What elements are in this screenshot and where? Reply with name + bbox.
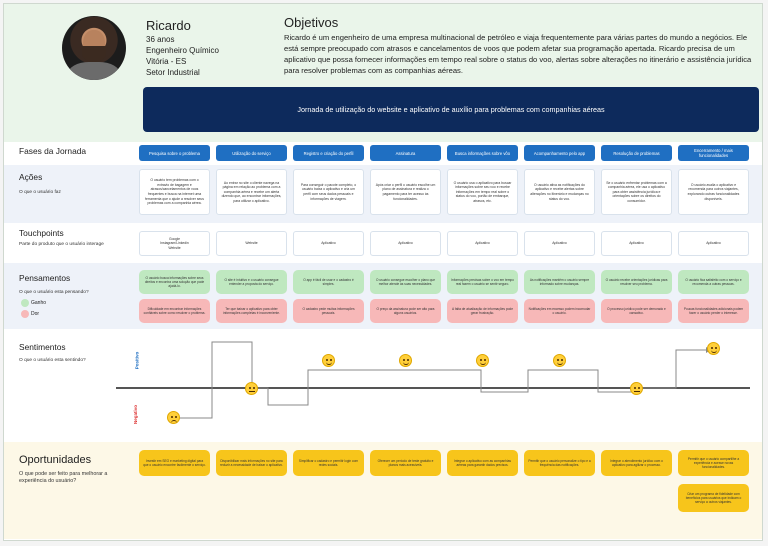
sad-face-icon [245, 382, 258, 395]
emotion-line [176, 341, 706, 419]
action-card: Se o usuário enfrentar problemas com a c… [601, 169, 672, 215]
gain-note: As notificações mantêm o usuário sempre … [524, 270, 595, 294]
opportunity-note: Integrar o atendimento jurídico com o ap… [601, 450, 672, 476]
persona-role: Engenheiro Químico [146, 46, 219, 55]
smile-face-icon [399, 354, 412, 367]
touchpoint-card: Google Instagram/Linkedin Website [139, 231, 210, 256]
gain-note: Informações precisas sobre o voo em temp… [447, 270, 518, 294]
persona-sector: Setor Industrial [146, 68, 200, 77]
neutral-face-icon [630, 382, 643, 395]
opportunity-note: Permitir que o usuário compartilhe a exp… [678, 450, 749, 476]
opportunity-note: Oferecer um período de teste gratuito e … [370, 450, 441, 476]
gain-note: O usuário recebe orientações jurídicas p… [601, 270, 672, 294]
action-card: Após criar o perfil o usuário escolhe um… [370, 169, 441, 215]
phase-4: Assinatura [370, 145, 441, 161]
touchpoints-title: Touchpoints [19, 228, 64, 238]
touchpoint-card: Website [216, 231, 287, 256]
opportunity-note: Disponibilizar mais informações no site … [216, 450, 287, 476]
persona-location: Vitória - ES [146, 57, 187, 66]
objectives-title: Objetivos [284, 15, 339, 30]
phase-5: Busca informações sobre vôo [447, 145, 518, 161]
gain-note: O usuário consegue escolher o plano que … [370, 270, 441, 294]
persona-age: 36 anos [146, 35, 175, 44]
touchpoint-card: Aplicativo [678, 231, 749, 256]
opportunities-subtitle: O que pode ser feito para melhorar a exp… [19, 471, 108, 484]
action-card: Ao entrar no site o cliente navega na pá… [216, 169, 287, 215]
pain-note: Poucas funcionalidades adicionais podem … [678, 299, 749, 323]
pain-note: Notificações em excesso podem incomodar … [524, 299, 595, 323]
pain-note: O preço da assinatura pode ser alto para… [370, 299, 441, 323]
journey-banner: Jornada de utilização do website e aplic… [143, 87, 759, 132]
touchpoint-card: Aplicativo [524, 231, 595, 256]
grin-face-icon [707, 342, 720, 355]
phase-2: Utilização do serviço [216, 145, 287, 161]
pain-note: O cadastro pede muitas informações pesso… [293, 299, 364, 323]
feelings-subtitle: O que o usuário esta sentindo? [19, 358, 86, 363]
gain-note: O app é fácil de usar e o cadastro é sim… [293, 270, 364, 294]
opportunity-note-extra: Criar um programa de fidelidade com bene… [678, 484, 749, 512]
opportunity-note: Permitir que o usuário personalize o tip… [524, 450, 595, 476]
gain-legend-label: Ganho [31, 300, 47, 306]
smile-face-icon [322, 354, 335, 367]
touchpoint-card: Aplicativo [601, 231, 672, 256]
pain-note: Ter que baixar o aplicativo para obter i… [216, 299, 287, 323]
touchpoints-subtitle: Parte do produto que o usuário interage [19, 242, 104, 247]
pain-note: Dificuldade em encontrar informações con… [139, 299, 210, 323]
gain-legend-dot [21, 299, 29, 307]
actions-title: Ações [19, 172, 43, 182]
persona-name: Ricardo [146, 18, 191, 33]
phase-8: Encerramento / mais funcionalidades [678, 145, 749, 161]
opportunities-title: Oportunidades [19, 454, 92, 466]
persona-avatar [62, 16, 126, 80]
touchpoint-card: Aplicativo [447, 231, 518, 256]
smile-face-icon [553, 354, 566, 367]
action-card: O usuário ativa as notificações do aplic… [524, 169, 595, 215]
persona-header: Ricardo 36 anos Engenheiro Químico Vitór… [4, 4, 762, 142]
gain-note: O usuário fica satisfeito com o serviço … [678, 270, 749, 294]
actions-subtitle: O que o usuário faz [19, 190, 61, 195]
thoughts-subtitle: O que o usuário esta pensando? [19, 290, 89, 295]
touchpoint-card: Aplicativo [370, 231, 441, 256]
pain-legend-label: Dor [31, 311, 40, 317]
opportunity-note: Investir em SEO e marketing digital para… [139, 450, 210, 476]
thoughts-title: Pensamentos [19, 273, 71, 283]
feelings-title: Sentimentos [19, 342, 66, 352]
gain-note: O site é intuitivo e o usuário consegue … [216, 270, 287, 294]
action-card: O usuário avalia o aplicativo e recomend… [678, 169, 749, 215]
pain-note: A falta de atualização de informações po… [447, 299, 518, 323]
phase-6: Acompanhamento pelo app [524, 145, 595, 161]
action-card: O usuário tem problemas com o extravio d… [139, 169, 210, 215]
pain-note: O processo jurídico pode ser demorado e … [601, 299, 672, 323]
phase-3: Registro e criação do perfil [293, 145, 364, 161]
phase-7: Resolução de problemas [601, 145, 672, 161]
angry-face-icon [167, 411, 180, 424]
phase-1: Pesquisa sobre o problema [139, 145, 210, 161]
action-card: O usuário usa o aplicativo para buscar i… [447, 169, 518, 215]
action-card: Para conseguir o pacote completo, o usuá… [293, 169, 364, 215]
objectives-text: Ricardo é um engenheiro de uma empresa m… [284, 33, 752, 75]
gain-note: O usuário busca informações sobre seus d… [139, 270, 210, 294]
phases-title: Fases da Jornada [19, 146, 87, 156]
pain-legend-dot [21, 310, 29, 318]
touchpoint-card: Aplicativo [293, 231, 364, 256]
opportunity-note: Simplificar o cadastro e permitir login … [293, 450, 364, 476]
opportunity-note: Integrar o aplicativo com as companhias … [447, 450, 518, 476]
smile-face-icon [476, 354, 489, 367]
